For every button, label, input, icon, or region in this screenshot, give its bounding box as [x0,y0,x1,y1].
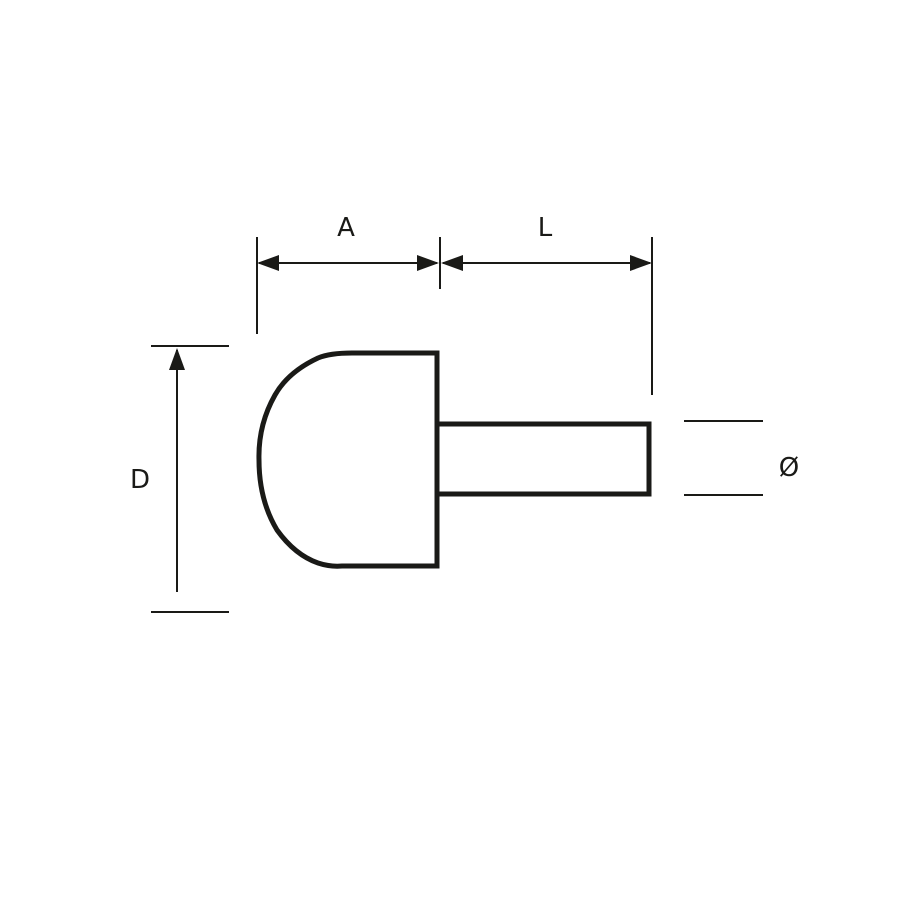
part-outline [256,350,652,569]
label-a: A [337,213,355,243]
label-l: L [538,213,553,243]
dimension-labels: A L D Ø [130,213,799,495]
label-diameter: Ø [779,453,799,483]
dimension-lines [151,237,763,613]
label-d: D [130,465,150,495]
shank [434,421,652,497]
domed-head [256,350,440,569]
